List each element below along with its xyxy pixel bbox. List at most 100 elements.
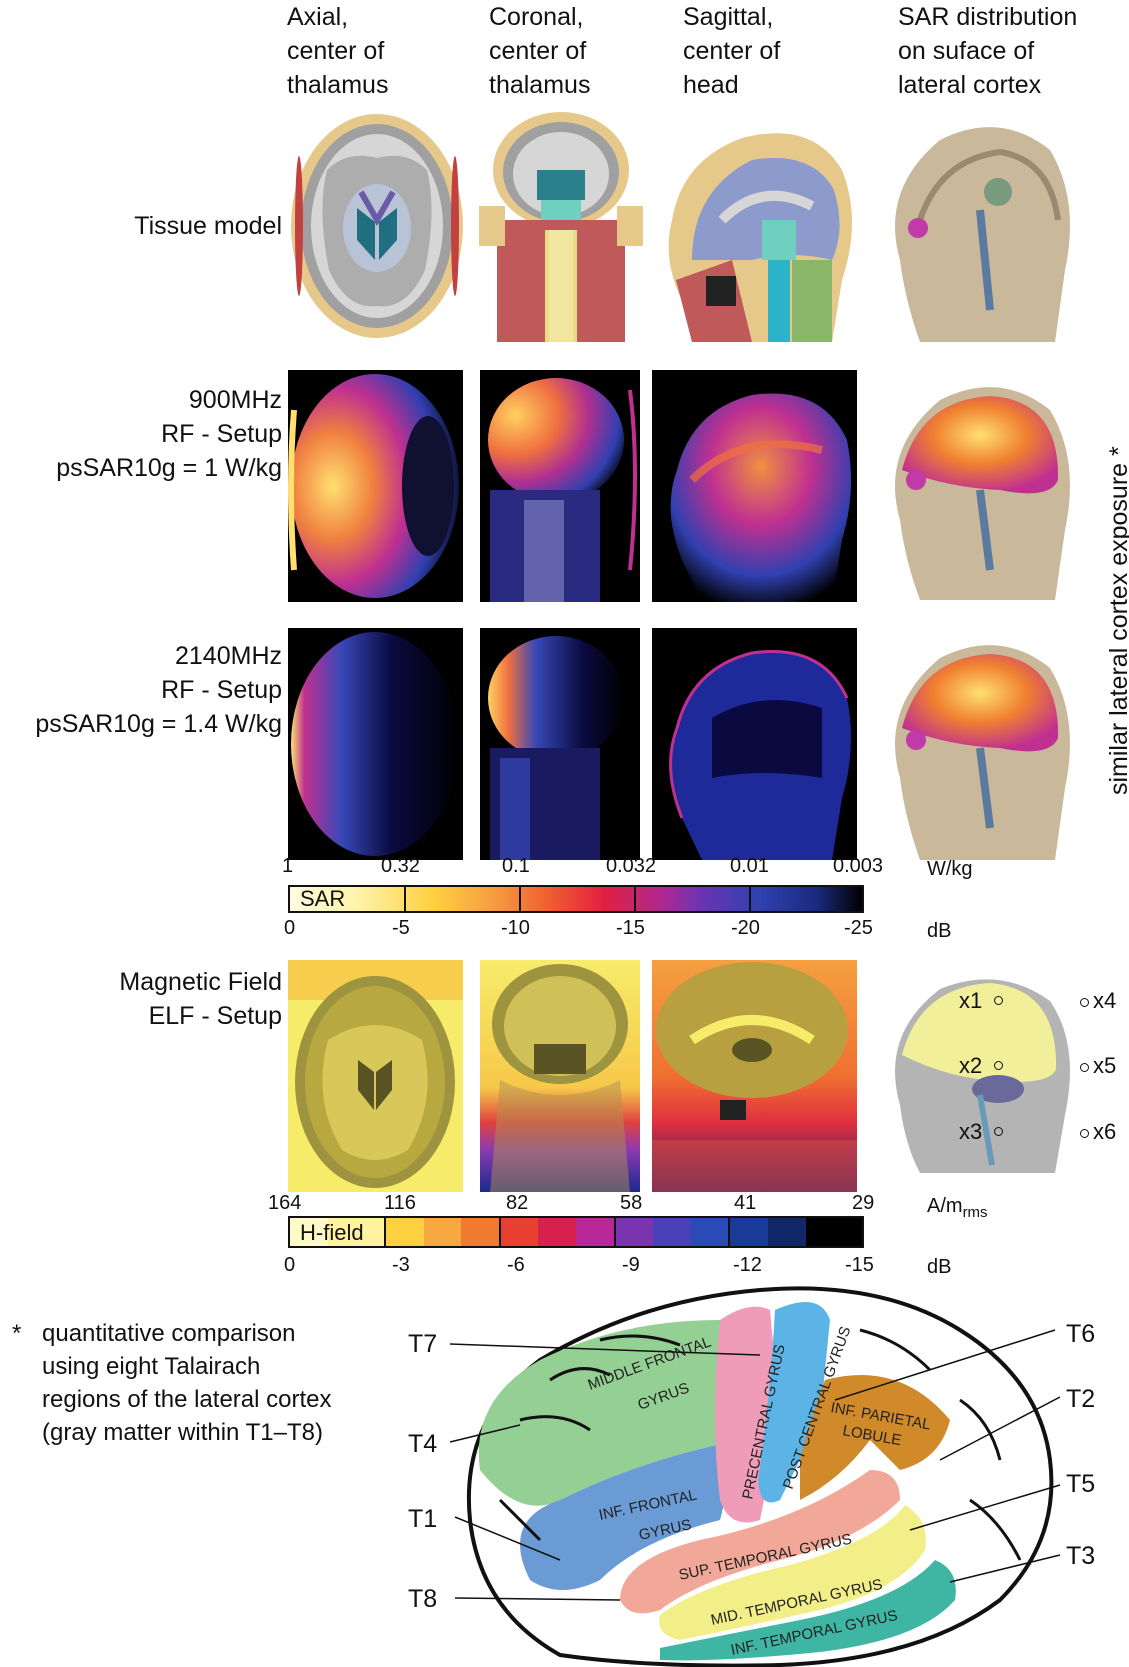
h-bottom-unit: dB (927, 1256, 952, 1278)
tissue-sagittal-image (652, 110, 862, 342)
point-marker (1080, 998, 1089, 1007)
sar-divider (404, 887, 406, 911)
h-swatch (538, 1218, 576, 1246)
sar-colorbar: 1 0.32 0.1 0.032 0.01 0.003 SAR 0 -5 -10… (282, 855, 883, 955)
sar2140-axial-image (288, 628, 463, 860)
point-marker (1080, 1129, 1089, 1138)
sar-bottom-tick: -15 (616, 917, 645, 939)
point-label: x6 (1093, 1119, 1117, 1144)
sar-top-tick: 0.1 (502, 855, 530, 877)
elf-axial-image (288, 960, 463, 1192)
t-label: T1 (408, 1505, 437, 1533)
h-swatch (461, 1218, 501, 1246)
sar-bottom-tick: 0 (284, 917, 296, 939)
row-label-line: RF - Setup (161, 420, 282, 448)
sar900-coronal-image (480, 370, 640, 602)
column-header-coronal: Coronal, center of thalamus (489, 0, 590, 102)
row-label-line: psSAR10g = 1.4 W/kg (35, 710, 282, 738)
h-swatch (730, 1218, 768, 1246)
sar-top-tick: 0.01 (730, 855, 769, 877)
h-top-tick: 29 (852, 1192, 875, 1214)
row-label-line: psSAR10g = 1 W/kg (56, 454, 282, 482)
sar2140-sagittal-image (652, 628, 857, 860)
header-line: Sagittal, (683, 3, 774, 31)
row-label-tissue-model: Tissue model (0, 209, 282, 243)
h-unit-main: A/m (927, 1195, 963, 1217)
point-label: x2 (959, 1053, 983, 1078)
point-marker (994, 1127, 1003, 1136)
h-top-tick: 41 (734, 1192, 757, 1214)
h-swatch (653, 1218, 691, 1246)
point-marker (994, 996, 1003, 1005)
header-line: thalamus (287, 71, 389, 99)
h-swatch (327, 1218, 366, 1246)
header-line: on suface of (898, 37, 1035, 65)
column-header-sagittal: Sagittal, center of head (683, 0, 780, 102)
h-top-tick: 164 (268, 1192, 302, 1214)
region-t1-inf-frontal (520, 1440, 740, 1590)
region-t6-postcentral (758, 1302, 830, 1503)
h-bottom-tick: -15 (845, 1254, 874, 1276)
row-label-line: Tissue model (134, 212, 282, 240)
h-bottom-tick: -12 (733, 1254, 762, 1276)
region-t2-inf-parietal (800, 1375, 950, 1500)
region-t4-middle-frontal (478, 1320, 740, 1506)
footnote: quantitative comparison using eight Tala… (42, 1317, 332, 1449)
region-t3-inf-temporal (660, 1560, 956, 1661)
header-line: center of (683, 37, 781, 65)
point-label: x1 (959, 988, 983, 1013)
t-label: T2 (1066, 1385, 1095, 1413)
leader-lines (449, 1329, 1061, 1601)
sar2140-coronal-image (480, 628, 640, 860)
sar-divider (634, 887, 636, 911)
h-bottom-tick: 0 (284, 1254, 296, 1276)
h-unit-sub: rms (962, 1204, 988, 1221)
tissue-axial-image (287, 110, 467, 342)
header-line: center of (489, 37, 587, 65)
row-label-rf900: 900MHz RF - Setup psSAR10g = 1 W/kg (0, 383, 282, 485)
t-label: T3 (1066, 1542, 1095, 1570)
h-top-tick: 82 (506, 1192, 529, 1214)
footnote-star: * (12, 1320, 22, 1347)
sar-gradient: SAR (288, 885, 864, 913)
row-label-line: 900MHz (188, 386, 282, 414)
h-bar-name: H-field (300, 1220, 364, 1245)
sar-top-tick: 0.32 (381, 855, 420, 877)
point-marker (994, 1061, 1003, 1070)
t-label: T8 (408, 1585, 437, 1613)
sar-divider (519, 887, 521, 911)
footnote-line: using eight Talairach (42, 1353, 261, 1380)
elf-sagittal-image (652, 960, 857, 1192)
h-swatch (423, 1218, 462, 1246)
sar-bottom-tick: -20 (731, 917, 760, 939)
t-label: T4 (408, 1430, 437, 1458)
sar-divider (749, 887, 751, 911)
h-bottom-tick: -3 (392, 1254, 410, 1276)
side-label: similar lateral cortex exposure * (1105, 446, 1129, 795)
h-swatch (690, 1218, 731, 1246)
point-label: x4 (1093, 988, 1117, 1013)
sar-top-unit: W/kg (927, 858, 973, 880)
h-bottom-tick: -6 (507, 1254, 525, 1276)
sar-bottom-tick: -5 (392, 917, 410, 939)
row-label-line: Magnetic Field (119, 968, 282, 996)
row-label-line: RF - Setup (161, 676, 282, 704)
sar-top-tick: 0.003 (833, 855, 884, 877)
column-header-axial: Axial, center of thalamus (287, 0, 388, 102)
row-label-line: ELF - Setup (148, 1002, 282, 1030)
row-label-elf: Magnetic Field ELF - Setup (0, 965, 282, 1033)
header-line: lateral cortex (898, 71, 1042, 99)
point-label: x5 (1093, 1053, 1117, 1078)
sar900-sagittal-image (652, 370, 857, 602)
sar2140-surface-image (880, 628, 1075, 860)
sar-top-tick: 0.032 (606, 855, 657, 877)
h-swatch (805, 1218, 862, 1246)
column-header-sar-surface: SAR distribution on suface of lateral co… (898, 0, 1077, 102)
point-marker (1080, 1063, 1089, 1072)
h-swatch (385, 1218, 424, 1246)
h-swatch (615, 1218, 654, 1246)
t-label: T6 (1066, 1320, 1095, 1348)
tissue-coronal-image (475, 110, 647, 342)
elf-coronal-image (480, 960, 640, 1192)
footnote-line: quantitative comparison (42, 1320, 296, 1347)
